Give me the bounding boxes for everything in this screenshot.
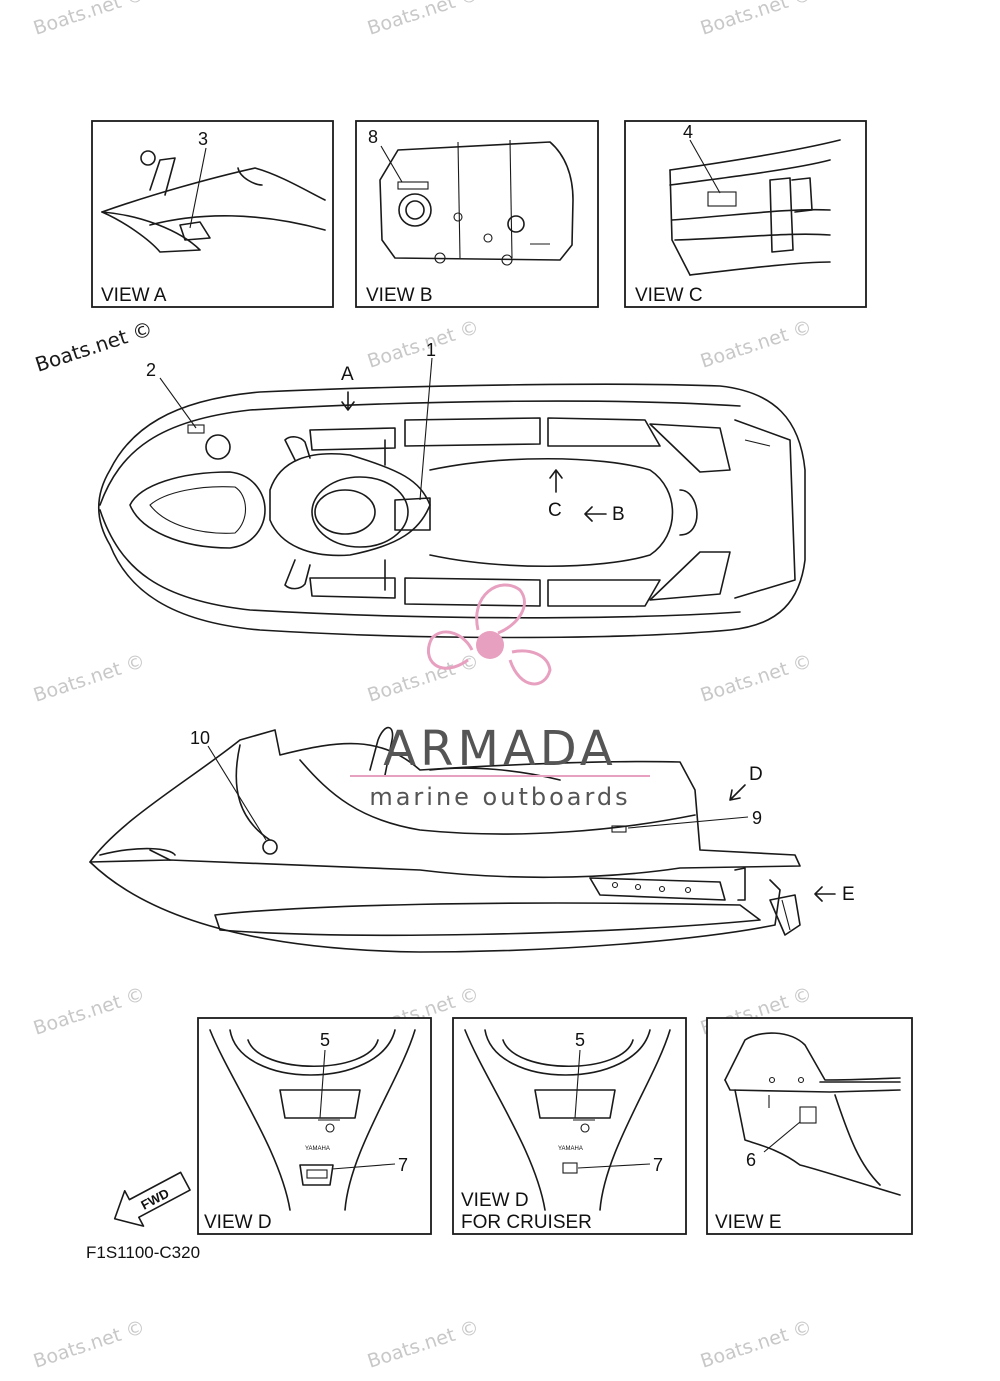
view-d-label: VIEW D <box>204 1212 272 1233</box>
propeller-icon <box>426 583 552 686</box>
view-d-cruiser-label: VIEW D <box>461 1190 529 1211</box>
view-e-panel: 6 VIEW E <box>706 1017 913 1235</box>
callout-5: 5 <box>575 1030 585 1050</box>
view-arrow-e: E <box>842 884 855 905</box>
view-arrow-a: A <box>341 364 354 385</box>
callout-1: 1 <box>426 340 436 360</box>
callout-7: 7 <box>653 1155 663 1175</box>
diagram-code: F1S1100-C320 <box>86 1243 200 1262</box>
top-view-watercraft: 2 1 A C B <box>97 340 806 639</box>
view-c-label: VIEW C <box>635 285 703 306</box>
armada-logo: ARMADA marine outboards <box>350 583 650 811</box>
callout-2: 2 <box>146 360 156 380</box>
view-d-cruiser-label: FOR CRUISER <box>461 1212 592 1233</box>
view-b-panel: 8 VIEW B <box>355 120 599 308</box>
watermark: Boats.net © <box>698 1316 815 1373</box>
callout-6: 6 <box>746 1150 756 1170</box>
propeller-hub <box>476 631 504 659</box>
watermark: Boats.net © <box>698 316 815 373</box>
watermark: Boats.net © <box>365 0 482 40</box>
watermark: Boats.net © <box>31 0 148 40</box>
view-e-label: VIEW E <box>715 1212 782 1233</box>
watermark: Boats.net © <box>365 1316 482 1373</box>
callout-10: 10 <box>190 728 210 748</box>
watermark: Boats.net © <box>32 316 155 377</box>
yamaha-decal: YAMAHA <box>305 1146 330 1152</box>
logo-name: ARMADA <box>383 721 616 777</box>
callout-4: 4 <box>683 122 693 142</box>
view-c-panel: 4 VIEW C <box>624 120 867 308</box>
watermark: Boats.net © <box>31 983 148 1040</box>
watermark: Boats.net © <box>31 650 148 707</box>
view-a-panel: 3 VIEW A <box>91 120 334 308</box>
watermark: Boats.net © <box>31 1316 148 1373</box>
fwd-arrow: FWD <box>113 1171 191 1227</box>
side-view-watercraft: 9 10 D E <box>89 726 855 953</box>
view-d-cruiser-panel: YAMAHA 5 7 VIEW D FOR CRUISER <box>452 1017 687 1235</box>
watermark: Boats.net © <box>365 650 482 707</box>
callout-7: 7 <box>398 1155 408 1175</box>
watermark: Boats.net © <box>365 316 482 373</box>
view-arrow-c: C <box>548 500 562 521</box>
yamaha-decal: YAMAHA <box>558 1146 583 1152</box>
view-a-label: VIEW A <box>101 285 167 306</box>
logo-tagline: marine outboards <box>369 783 630 811</box>
callout-8: 8 <box>368 127 378 147</box>
watermark: Boats.net © <box>698 650 815 707</box>
callout-5: 5 <box>320 1030 330 1050</box>
view-b-label: VIEW B <box>366 285 433 306</box>
callout-9: 9 <box>752 808 762 828</box>
view-d-panel: YAMAHA 5 7 VIEW D <box>197 1017 432 1235</box>
watermark: Boats.net © <box>698 0 815 40</box>
view-arrow-d: D <box>749 764 763 785</box>
view-arrow-b: B <box>612 504 625 525</box>
callout-3: 3 <box>198 129 208 149</box>
